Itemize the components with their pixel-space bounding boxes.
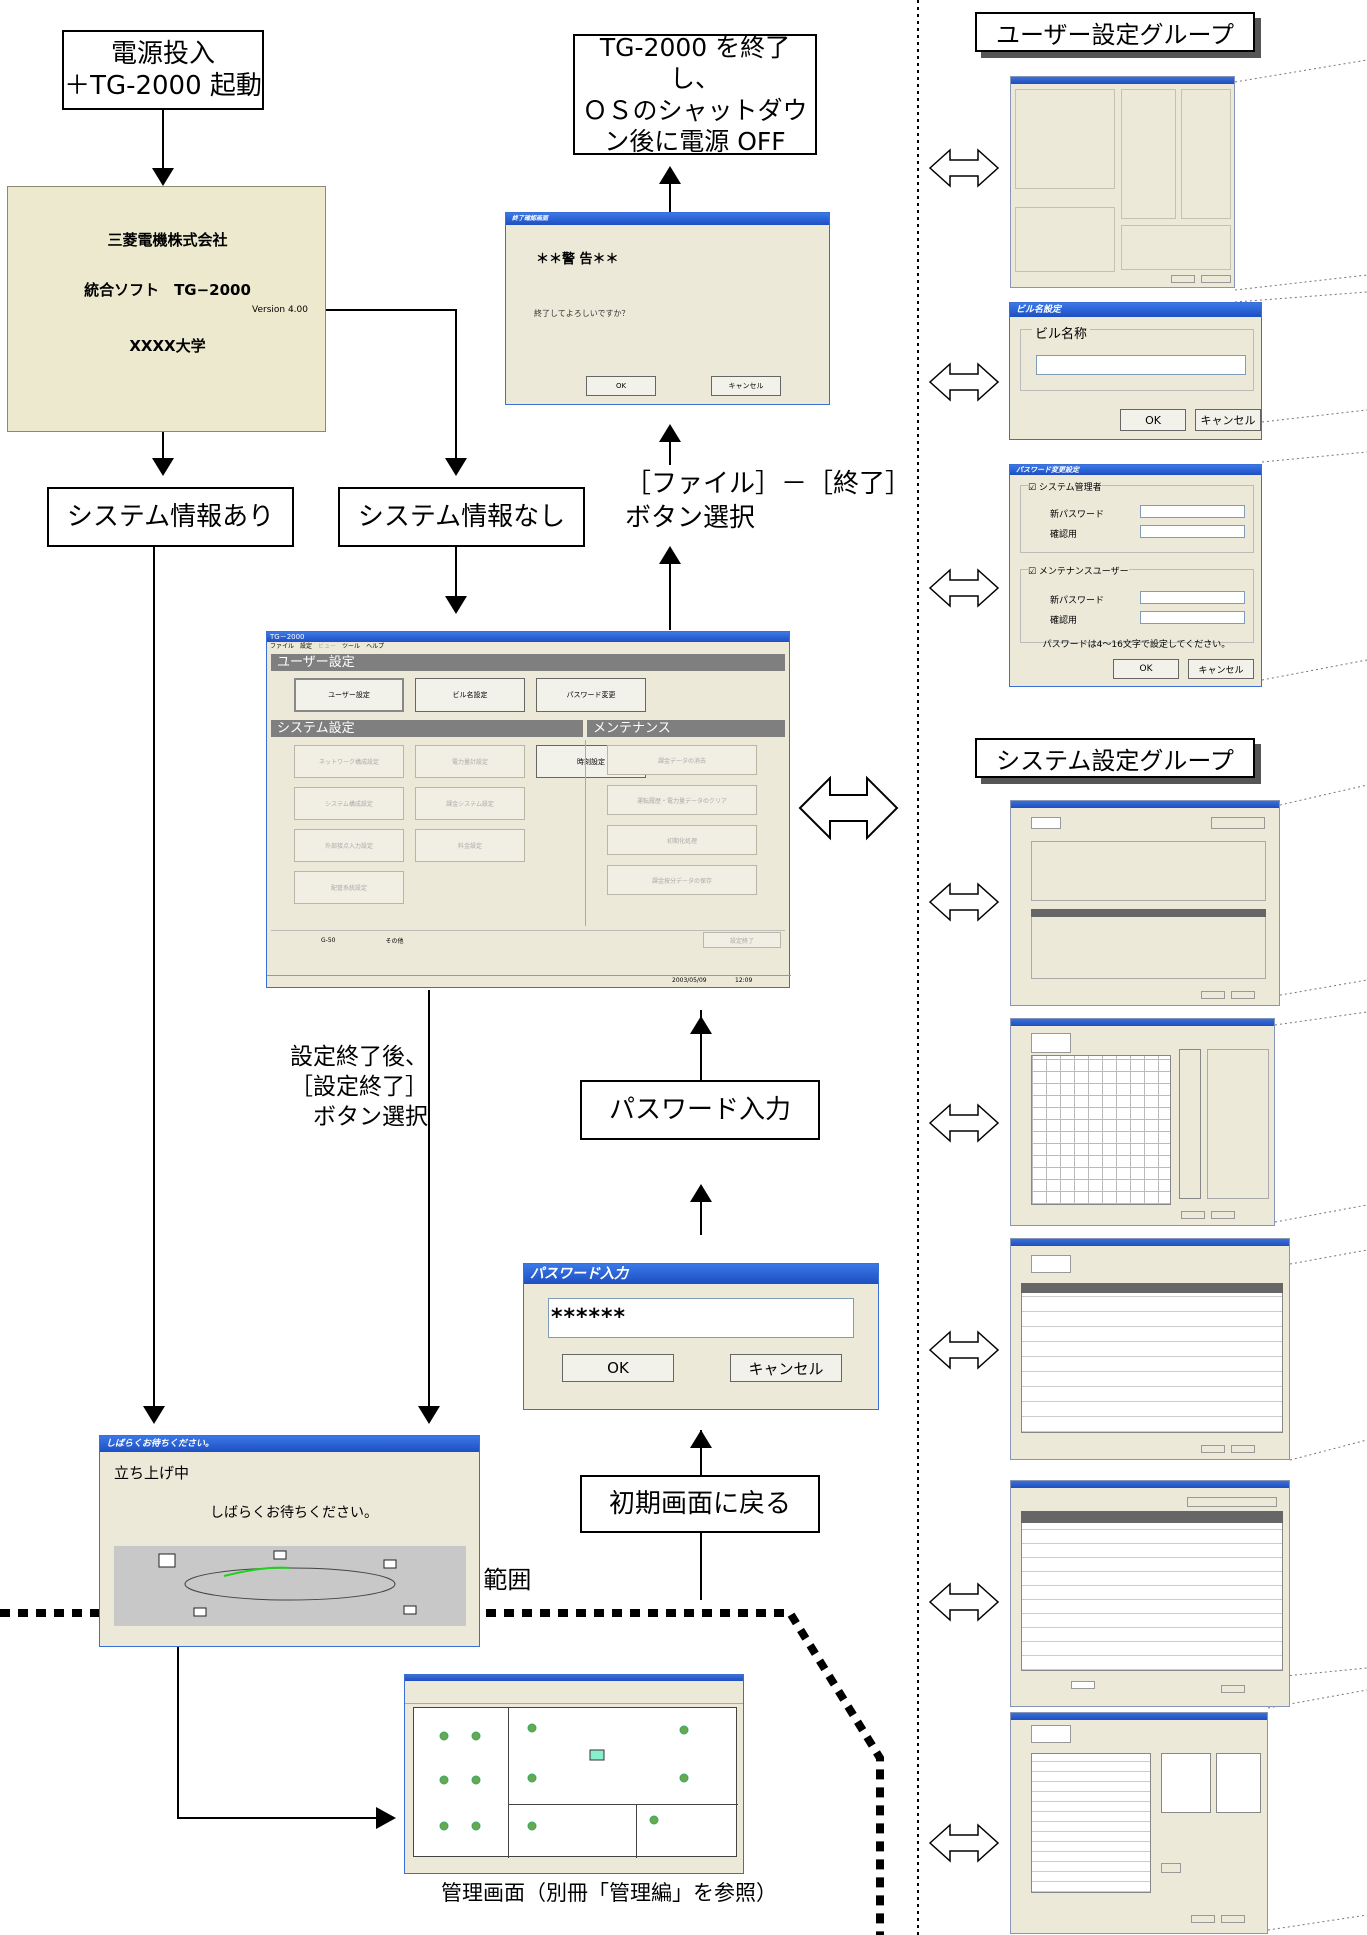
pw-confirm-input[interactable] xyxy=(1140,525,1245,538)
user-settings-button[interactable]: ユーザー設定 xyxy=(294,678,404,712)
wait-dialog: しばらくお待ちください。 立ち上げ中 しばらくお待ちください。 xyxy=(99,1435,480,1647)
management-caption: 管理画面（別冊「管理編」を参照） xyxy=(441,1881,777,1905)
wait-message: しばらくお待ちください。 xyxy=(210,1505,378,1521)
main-menubar: ファイル 設定 ビュー ツール ヘルプ xyxy=(267,642,789,651)
network-diagram xyxy=(158,1550,417,1617)
confirm-warning: ＊＊警 告＊＊ xyxy=(536,252,619,267)
pw-new2-label: 新パスワード xyxy=(1050,596,1105,606)
clear-billing-button[interactable]: 課金データの消去 xyxy=(607,745,757,775)
menu-tools[interactable]: ツール xyxy=(342,643,361,650)
password-cancel-button[interactable]: キャンセル xyxy=(730,1354,842,1382)
after-setting-label: 設定終了後、 ［設定終了］ ボタン選択 xyxy=(290,1044,428,1130)
bldg-title: ビル名設定 xyxy=(1010,303,1261,317)
finish-setting-button[interactable]: 設定終了 xyxy=(703,932,781,948)
confirm-cancel-button[interactable]: キャンセル xyxy=(711,376,781,396)
network-config-button[interactable]: ネットワーク構成設定 xyxy=(294,745,404,778)
network-config-thumb xyxy=(1010,800,1280,1006)
bldg-ok-button[interactable]: OK xyxy=(1120,409,1186,431)
splash-site: XXXX大学 xyxy=(129,337,206,355)
password-value: ****** xyxy=(551,1305,627,1330)
power-meter-thumb xyxy=(1010,1018,1275,1226)
main-footer: G-50 その他 xyxy=(271,930,785,950)
bldg-name-button[interactable]: ビル名設定 xyxy=(415,678,525,712)
user-settings-thumb xyxy=(1010,76,1235,288)
splash-window: 三菱電機株式会社 統合ソフト TG−2000 Version 4.00 XXXX… xyxy=(7,186,326,432)
bldg-label: ビル名称 xyxy=(1032,323,1091,342)
menu-view[interactable]: ビュー xyxy=(318,643,337,650)
confirm-dialog: 終了確認画面 ＊＊警 告＊＊ 終了してよろしいですか？ OK キャンセル xyxy=(505,212,830,405)
main-divider xyxy=(585,740,586,926)
pw-ok-button[interactable]: OK xyxy=(1113,659,1179,679)
sys-info-no-box: システム情報なし xyxy=(338,487,585,547)
menu-file[interactable]: ファイル xyxy=(270,643,295,650)
confirm-message: 終了してよろしいですか？ xyxy=(534,309,630,318)
pw-confirm2-label: 確認用 xyxy=(1050,616,1078,626)
save-billing-button[interactable]: 課金按分データの保存 xyxy=(607,865,757,895)
system-config-button[interactable]: システム構成設定 xyxy=(294,787,404,820)
wait-title: しばらくお待ちください。 xyxy=(100,1436,479,1452)
splash-company: 三菱電機株式会社 xyxy=(107,231,228,249)
main-window: TG－2000 ファイル 設定 ビュー ツール ヘルプ ユーザー設定 ユーザー設… xyxy=(266,631,791,988)
ext-input-thumb xyxy=(1010,1238,1290,1460)
menu-help[interactable]: ヘルプ xyxy=(366,643,385,650)
shutdown-box: TG-2000 を終了し、 ＯＳのシャットダウ ン後に電源 OFF xyxy=(573,33,817,156)
pw-admin-check[interactable]: ☑ システム管理者 xyxy=(1028,480,1102,493)
back-to-initial-box: 初期画面に戻る xyxy=(580,1475,820,1533)
power-on-box: 電源投入 ＋TG-2000 起動 xyxy=(62,30,264,110)
maintenance-section-header: メンテナンス xyxy=(587,720,785,737)
confirm-title: 終了確認画面 xyxy=(506,213,829,225)
pw-new-label: 新パスワード xyxy=(1050,510,1105,520)
sys-info-yes-box: システム情報あり xyxy=(47,487,294,547)
management-screen xyxy=(404,1674,744,1874)
piping-thumb xyxy=(1010,1712,1268,1934)
menu-settings[interactable]: 設定 xyxy=(300,643,313,650)
bldg-name-input[interactable] xyxy=(1036,355,1246,375)
splash-version: Version 4.00 xyxy=(252,305,308,315)
pw-change-button[interactable]: パスワード変更 xyxy=(536,678,646,712)
user-section-header: ユーザー設定 xyxy=(271,654,785,671)
pw-confirm2-input[interactable] xyxy=(1140,611,1245,624)
pw-change-dialog: パスワード変更設定 ☑ システム管理者 新パスワード 確認用 ☑ メンテナンスユ… xyxy=(1009,464,1262,687)
password-field[interactable]: ****** xyxy=(548,1298,854,1338)
unit-icons xyxy=(439,1723,689,1831)
bldg-name-dialog: ビル名設定 ビル名称 OK キャンセル xyxy=(1009,302,1262,440)
pw-cancel-button[interactable]: キャンセル xyxy=(1188,659,1254,679)
piping-button[interactable]: 配管系統設定 xyxy=(294,871,404,904)
rate-setting-button[interactable]: 料金設定 xyxy=(415,829,525,862)
pw-note: パスワードは4～16文字で設定してください。 xyxy=(1042,640,1231,650)
system-section-header: システム設定 xyxy=(271,720,583,737)
billing-group-thumb xyxy=(1010,1480,1290,1707)
status-g50: G-50 xyxy=(321,937,336,944)
status-date: 2003/05/09 xyxy=(672,977,707,984)
wait-heading: 立ち上げ中 xyxy=(114,1464,190,1482)
main-title: TG－2000 xyxy=(267,632,789,642)
bldg-cancel-button[interactable]: キャンセル xyxy=(1195,409,1261,431)
splash-product: 統合ソフト TG−2000 xyxy=(84,281,251,299)
initialize-button[interactable]: 初期化処理 xyxy=(607,825,757,855)
status-time: 12:09 xyxy=(735,977,753,984)
power-meter-button[interactable]: 電力量計設定 xyxy=(415,745,525,778)
status-other: その他 xyxy=(385,938,404,945)
pw-new-input[interactable] xyxy=(1140,505,1245,518)
file-exit-label: ［ファイル］－［終了］ ボタン選択 xyxy=(625,469,912,533)
password-ok-button[interactable]: OK xyxy=(562,1354,674,1382)
password-dialog: パスワード入力 ****** OK キャンセル xyxy=(523,1263,879,1410)
password-title: パスワード入力 xyxy=(524,1264,878,1284)
pw-change-title: パスワード変更設定 xyxy=(1010,465,1261,475)
network-animation xyxy=(114,1546,466,1626)
ext-input-button[interactable]: 外部接点入力設定 xyxy=(294,829,404,862)
confirm-ok-button[interactable]: OK xyxy=(586,376,656,396)
main-statusbar: 2003/05/09 12:09 xyxy=(267,975,791,987)
billing-system-button[interactable]: 課金システム設定 xyxy=(415,787,525,820)
password-input-box: パスワード入力 xyxy=(580,1080,820,1140)
user-group-label: ユーザー設定グループ xyxy=(975,12,1255,52)
pw-confirm-label: 確認用 xyxy=(1050,530,1078,540)
clear-history-button[interactable]: 運転履歴・電力量データのクリア xyxy=(607,785,757,815)
system-group-label: システム設定グループ xyxy=(975,738,1255,778)
pw-new2-input[interactable] xyxy=(1140,591,1245,604)
pw-maint-check[interactable]: ☑ メンテナンスユーザー xyxy=(1028,564,1129,577)
